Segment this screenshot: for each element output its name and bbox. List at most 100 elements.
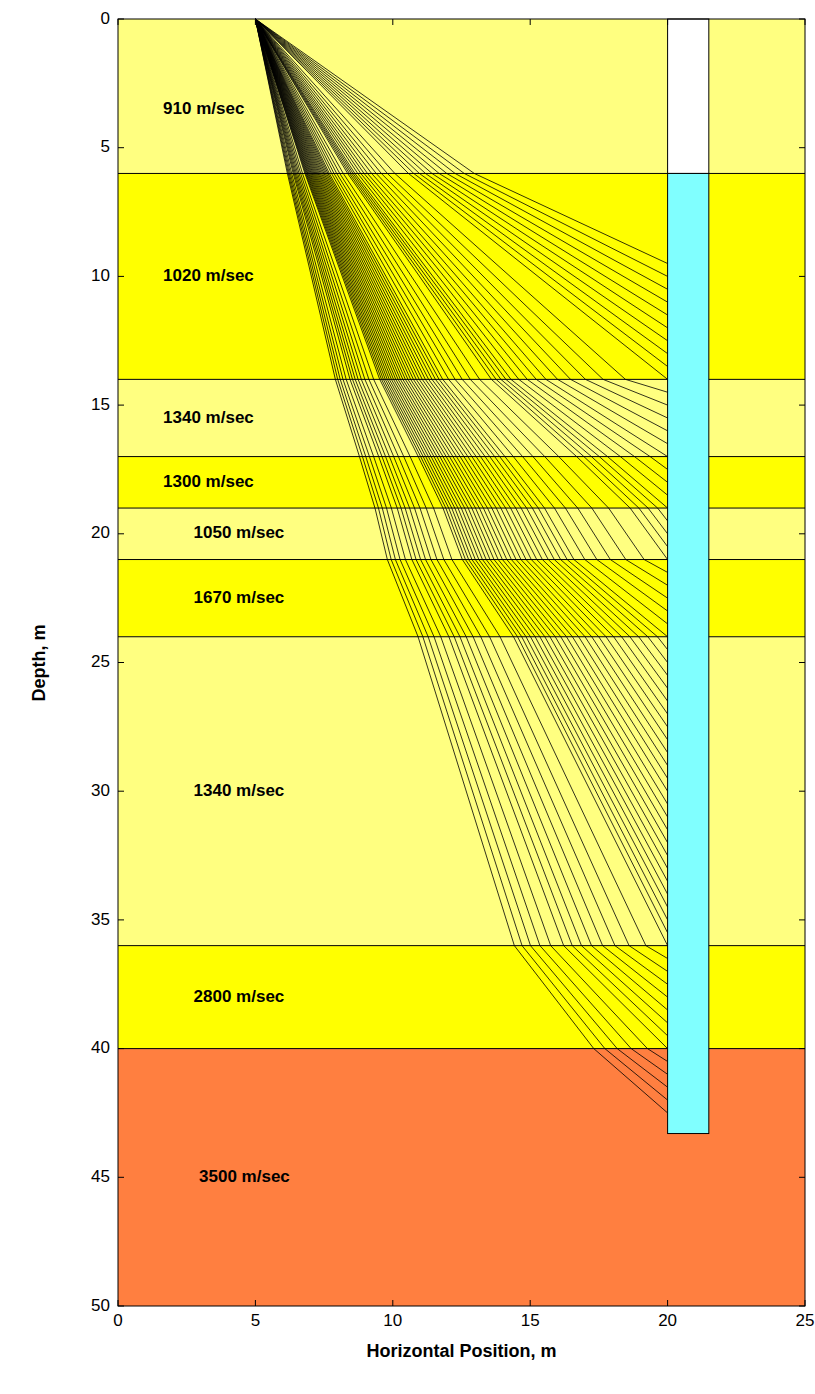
ray-path: [255, 19, 667, 868]
ray-path: [255, 19, 667, 881]
velocity-label: 1050 m/sec: [194, 524, 285, 543]
tick-mark: [118, 533, 124, 534]
borehole-water: [668, 173, 709, 1133]
y-tick-label: 5: [101, 138, 110, 157]
velocity-layer: 1050 m/sec: [118, 508, 668, 559]
layer-fills: [118, 19, 805, 1306]
tick-mark: [118, 919, 124, 920]
tick-mark: [530, 19, 531, 25]
tick-mark: [255, 1300, 256, 1306]
ray-path: [255, 19, 667, 405]
tick-mark: [799, 533, 805, 534]
velocity-layer: 1020 m/sec: [118, 173, 668, 379]
velocity-label: 1300 m/sec: [163, 473, 254, 492]
x-tick-label: 15: [521, 1312, 540, 1331]
ray-path: [255, 19, 667, 740]
tick-mark: [799, 405, 805, 406]
ray-path: [255, 19, 667, 817]
velocity-label: 910 m/sec: [163, 100, 244, 119]
ray-path: [255, 19, 667, 843]
tick-mark: [118, 19, 124, 20]
ray-path: [255, 19, 667, 1049]
tick-mark: [799, 147, 805, 148]
tick-mark: [667, 19, 668, 25]
ray-path: [255, 19, 667, 856]
ray-path: [255, 19, 667, 946]
tick-mark: [799, 791, 805, 792]
tick-mark: [530, 1300, 531, 1306]
tick-mark: [118, 405, 124, 406]
tick-mark: [118, 276, 124, 277]
y-tick-label: 45: [91, 1168, 110, 1187]
velocity-label: 1340 m/sec: [163, 409, 254, 428]
ray-path: [255, 19, 667, 765]
y-tick-label: 50: [91, 1297, 110, 1316]
tick-mark: [255, 19, 256, 25]
y-tick-label: 35: [91, 911, 110, 930]
tick-mark: [799, 1048, 805, 1049]
y-tick-label: 25: [91, 653, 110, 672]
tick-mark: [118, 1048, 124, 1049]
ray-path: [255, 19, 667, 688]
ray-path: [255, 19, 667, 418]
velocity-label: 1670 m/sec: [194, 589, 285, 608]
ray-path: [255, 19, 667, 920]
tick-mark: [392, 19, 393, 25]
tick-mark: [799, 662, 805, 663]
ray-path: [255, 19, 667, 1061]
tick-mark: [805, 19, 806, 25]
ray-path: [255, 19, 667, 431]
tick-mark: [805, 1300, 806, 1306]
ray-path: [255, 19, 667, 830]
velocity-layer: 1340 m/sec: [118, 379, 668, 456]
velocity-layer: 1340 m/sec: [118, 637, 668, 946]
y-tick-label: 40: [91, 1039, 110, 1058]
axis-title: Depth, m: [30, 624, 50, 701]
borehole-air: [668, 19, 709, 173]
ray-path: [255, 19, 667, 907]
ray-path: [255, 19, 667, 598]
tick-mark: [118, 791, 124, 792]
tick-mark: [118, 1306, 124, 1307]
ray-path: [255, 19, 667, 1010]
ray-paths: [255, 19, 667, 1113]
velocity-label: 3500 m/sec: [199, 1168, 290, 1187]
y-tick-label: 20: [91, 524, 110, 543]
tick-mark: [118, 662, 124, 663]
y-tick-label: 15: [91, 396, 110, 415]
tick-mark: [118, 19, 119, 25]
tick-mark: [799, 19, 805, 20]
tick-mark: [799, 276, 805, 277]
ray-path: [255, 19, 667, 1074]
x-tick-label: 10: [383, 1312, 402, 1331]
y-tick-label: 10: [91, 267, 110, 286]
ray-path: [255, 19, 667, 650]
x-tick-label: 20: [658, 1312, 677, 1331]
ray-path: [255, 19, 667, 997]
velocity-layer: 1670 m/sec: [118, 560, 668, 637]
tick-marks: [118, 19, 805, 1306]
ray-path: [255, 19, 667, 663]
borehole: [668, 19, 709, 1134]
ray-path: [255, 19, 667, 1113]
tick-mark: [667, 1300, 668, 1306]
tick-mark: [118, 1177, 124, 1178]
tick-mark: [799, 919, 805, 920]
ray-path: [255, 19, 667, 547]
ray-path: [255, 19, 667, 560]
ray-path: [255, 19, 667, 804]
axes-frame: [118, 19, 805, 1306]
ray-path: [255, 19, 667, 534]
velocity-label: 1340 m/sec: [194, 782, 285, 801]
x-tick-label: 0: [113, 1312, 122, 1331]
ray-path: [255, 19, 667, 791]
velocity-layer: 2800 m/sec: [118, 946, 668, 1049]
ray-path: [255, 19, 667, 637]
velocity-layer: 1300 m/sec: [118, 457, 668, 508]
ray-path: [255, 19, 667, 971]
ray-path: [255, 19, 667, 933]
ray-path: [255, 19, 667, 1100]
tick-mark: [118, 1300, 119, 1306]
velocity-label: 1020 m/sec: [163, 267, 254, 286]
